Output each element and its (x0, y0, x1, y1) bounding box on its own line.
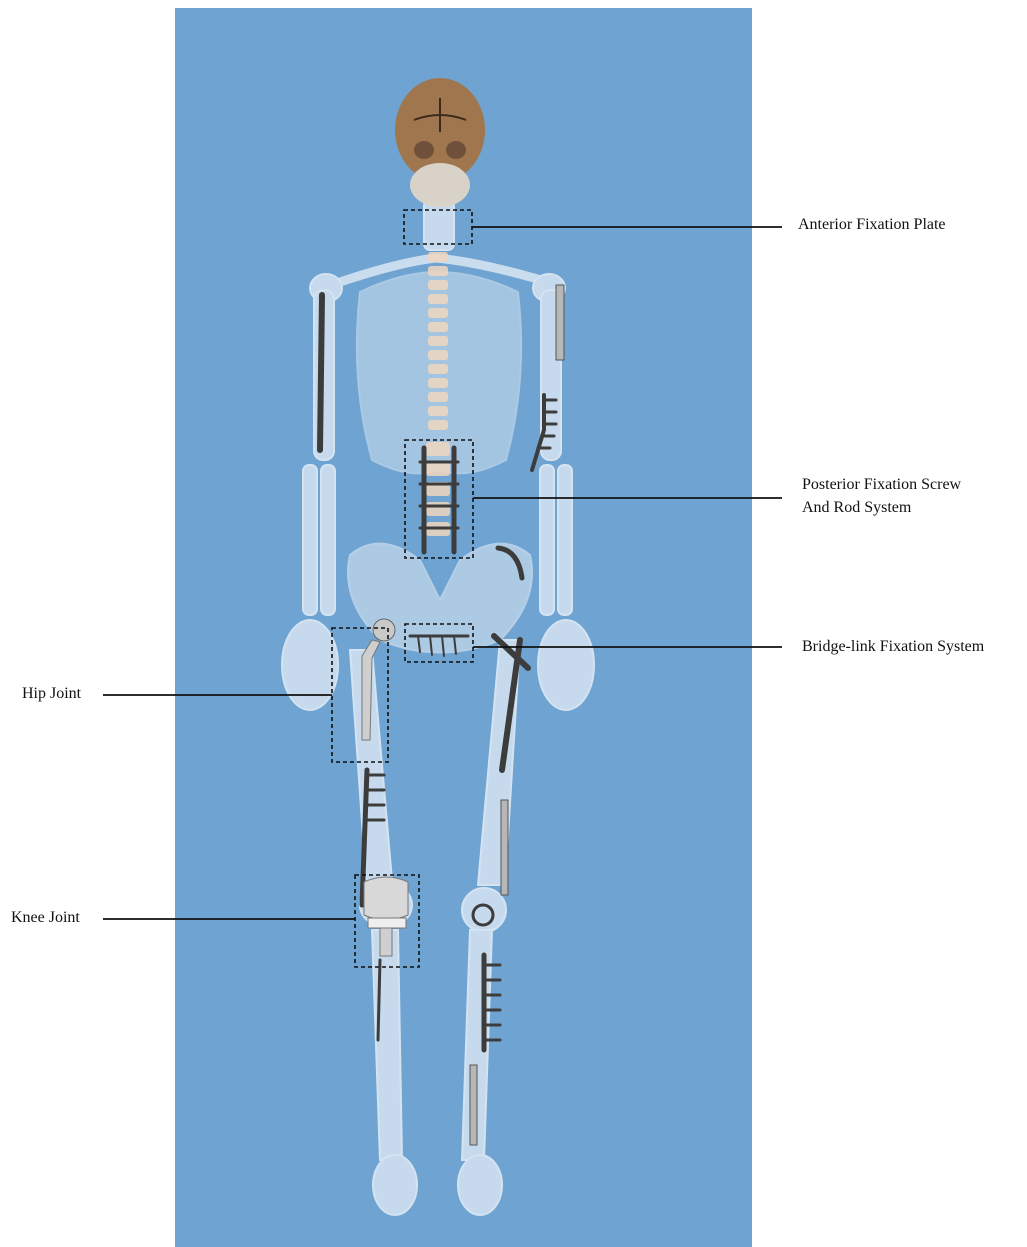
hip-joint-label: Hip Joint (22, 682, 81, 705)
posterior-fixation-text-line1: Posterior Fixation Screw (802, 473, 961, 496)
posterior-fixation-text-line2: And Rod System (802, 496, 961, 519)
anterior-fixation-plate-text: Anterior Fixation Plate (798, 213, 946, 236)
spine (426, 252, 450, 536)
bridge-link-text: Bridge-link Fixation System (802, 635, 984, 658)
knee-joint-label: Knee Joint (11, 906, 80, 929)
hip-joint-text: Hip Joint (22, 682, 81, 705)
posterior-fixation-label: Posterior Fixation Screw And Rod System (802, 473, 961, 519)
knee-joint-text: Knee Joint (11, 906, 80, 929)
anterior-fixation-plate-label: Anterior Fixation Plate (798, 213, 946, 236)
bridge-link-label: Bridge-link Fixation System (802, 635, 984, 658)
